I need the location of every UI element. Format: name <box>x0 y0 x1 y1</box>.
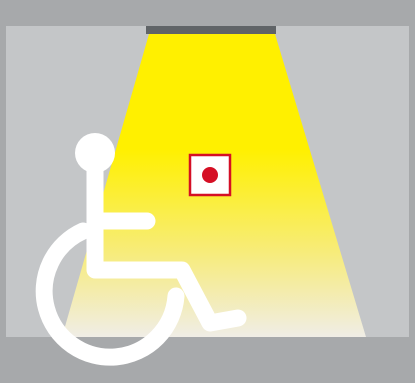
wheelchair-head <box>75 133 115 173</box>
emergency-call-button-icon <box>189 154 231 196</box>
ceiling-light-icon <box>146 26 276 34</box>
